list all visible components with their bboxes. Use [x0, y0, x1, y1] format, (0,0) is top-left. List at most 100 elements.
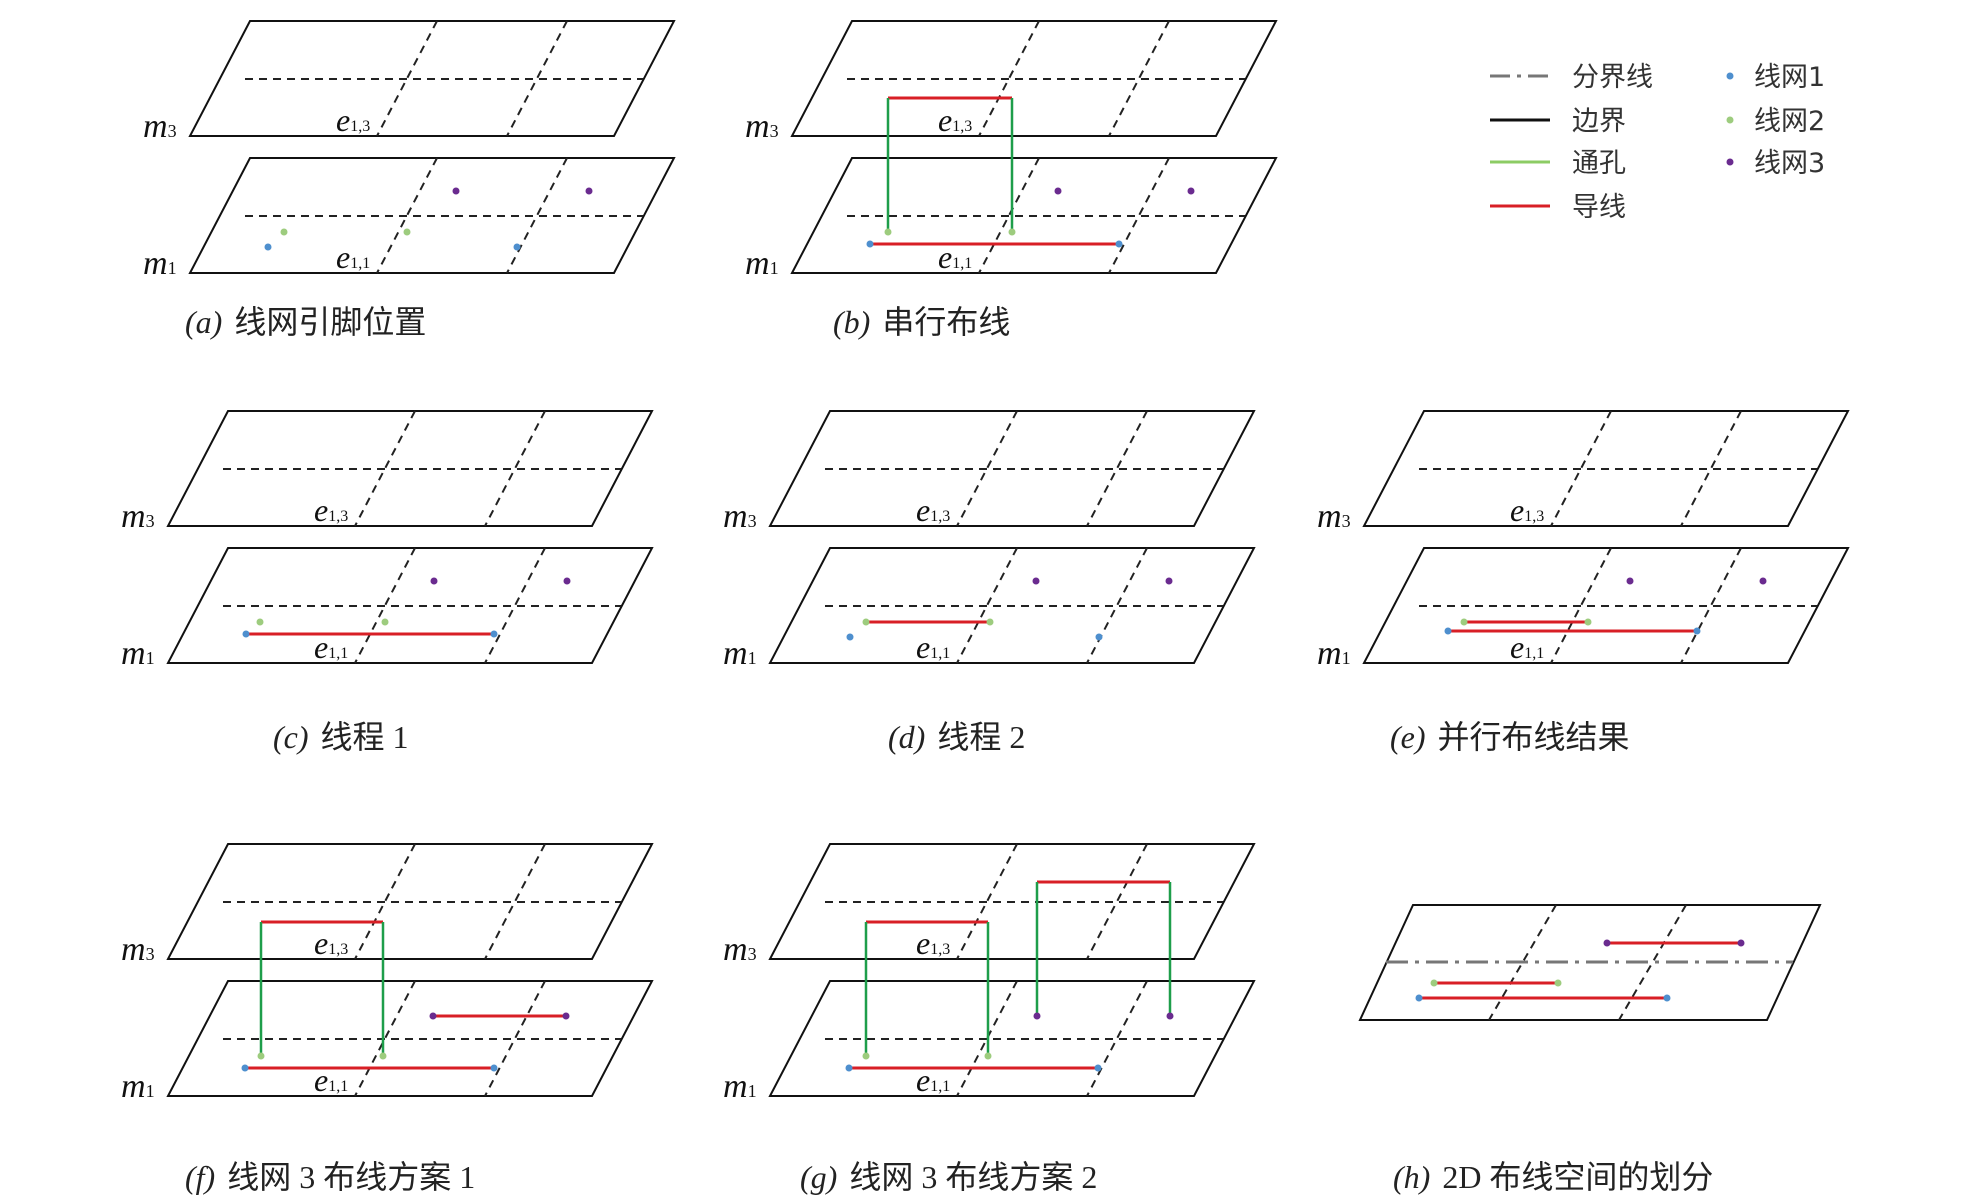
tile-label-letter: e [314, 925, 328, 961]
tile-label-index: 1,1 [930, 1078, 950, 1095]
tile-label-letter: e [314, 492, 328, 528]
caption-b-tag: (b) [833, 304, 870, 340]
net2-pin [1584, 618, 1592, 626]
net3-pin [429, 1012, 437, 1020]
grid-line-vertical [1680, 547, 1742, 664]
grid-line-vertical [484, 843, 546, 960]
layer-plane [1358, 904, 1822, 1021]
caption-e-tag: (e) [1390, 719, 1426, 755]
tile-label-index: 1,1 [350, 255, 370, 272]
tile-label-e11: e1,1 [916, 629, 950, 665]
layer-label-m3: m3 [745, 108, 779, 145]
tile-label-index: 1,3 [328, 508, 348, 525]
layer-label-index: 3 [146, 944, 155, 964]
net3-pin [452, 187, 460, 195]
layer-label-index: 3 [770, 121, 779, 141]
tile-label-index: 1,1 [1524, 645, 1544, 662]
grid-line-vertical [354, 843, 416, 960]
net2-pin [403, 228, 411, 236]
legend-net1-dot [1726, 72, 1734, 80]
layer-label-m1: m1 [723, 1068, 757, 1105]
layer-label-index: 1 [748, 648, 757, 668]
grid-line-vertical [1108, 157, 1170, 274]
net1-pin [866, 240, 874, 248]
caption-g-tag: (g) [800, 1159, 837, 1195]
net2-pin [984, 1052, 992, 1060]
panel-b-routes [866, 96, 1195, 248]
layer-label-index: 1 [770, 258, 779, 278]
tile-label-index: 1,3 [328, 941, 348, 958]
net2-pin [257, 1052, 265, 1060]
lower-layer-plane [1362, 547, 1850, 664]
grid-line-vertical [1108, 20, 1170, 137]
tile-label-letter: e [336, 239, 350, 275]
tile-label-letter: e [916, 1062, 930, 1098]
layer-label-index: 3 [168, 121, 177, 141]
tile-label-letter: e [916, 629, 930, 665]
caption-h: (h)2D 布线空间的划分 [1393, 1159, 1713, 1195]
caption-e: (e)并行布线结果 [1390, 719, 1630, 755]
grid-line-vertical [484, 547, 546, 664]
lower-layer-plane [768, 547, 1256, 664]
layer-label-m1: m1 [723, 635, 757, 672]
tile-label-index: 1,1 [328, 645, 348, 662]
layer-label-m3: m3 [121, 931, 155, 968]
tile-label-e11: e1,1 [314, 629, 348, 665]
net3-pin [1166, 1012, 1174, 1020]
net2-pin [1554, 979, 1562, 987]
grid-line-vertical [506, 20, 568, 137]
grid-line-vertical [354, 547, 416, 664]
layer-label-index: 1 [1342, 648, 1351, 668]
legend-net2-dot [1726, 116, 1734, 124]
caption-b-title: 串行布线 [882, 304, 1010, 340]
tile-label-e13: e1,3 [336, 102, 370, 138]
net3-pin [430, 577, 438, 585]
tile-label-e11: e1,1 [916, 1062, 950, 1098]
layer-label-index: 3 [748, 511, 757, 531]
net1-pin [1415, 994, 1423, 1002]
net2-pin [986, 618, 994, 626]
caption-b: (b) 串行布线 [833, 304, 1010, 340]
grid-line-vertical [484, 410, 546, 527]
grid-line-vertical [1680, 410, 1742, 527]
tile-label-e13: e1,3 [314, 492, 348, 528]
layer-label-letter: m [121, 931, 146, 968]
net1-pin [490, 630, 498, 638]
net2-pin [1430, 979, 1438, 987]
caption-c-tag: (c) [273, 719, 309, 755]
legend-net2-label: 线网2 [1754, 106, 1825, 137]
layer-label-letter: m [143, 108, 168, 145]
net3-pin [1737, 939, 1745, 947]
caption-g: (g) 线网 3 布线方案 2 [800, 1159, 1097, 1195]
net3-pin [1759, 577, 1767, 585]
grid-line-vertical [1086, 843, 1148, 960]
tile-label-index: 1,3 [930, 508, 950, 525]
captions: (a)线网引脚位置 (b)串行布线 (c)线程 1 (d)线程 2 (e)并行布… [185, 304, 1713, 1195]
net1-pin [264, 243, 272, 251]
layer-label-index: 3 [146, 511, 155, 531]
layer-label-letter: m [121, 635, 146, 672]
net1-pin [242, 630, 250, 638]
net1-pin [1444, 627, 1452, 635]
grid-line-vertical [354, 410, 416, 527]
net2-pin [884, 228, 892, 236]
tile-label-letter: e [1510, 492, 1524, 528]
caption-h-tag: (h) [1393, 1159, 1430, 1195]
panel-a-pins [264, 187, 593, 251]
grid-line-vertical [978, 157, 1040, 274]
net2-pin [1008, 228, 1016, 236]
tile-label-letter: e [336, 102, 350, 138]
layer-label-m3: m3 [723, 931, 757, 968]
legend-net3-dot [1726, 158, 1734, 166]
tile-label-index: 1,3 [952, 118, 972, 135]
tile-label-letter: e [916, 492, 930, 528]
upper-layer-plane [768, 410, 1256, 527]
tile-label-index: 1,1 [952, 255, 972, 272]
net3-pin [1187, 187, 1195, 195]
tile-label-letter: e [314, 1062, 328, 1098]
caption-g-title: 线网 3 布线方案 2 [849, 1159, 1097, 1195]
